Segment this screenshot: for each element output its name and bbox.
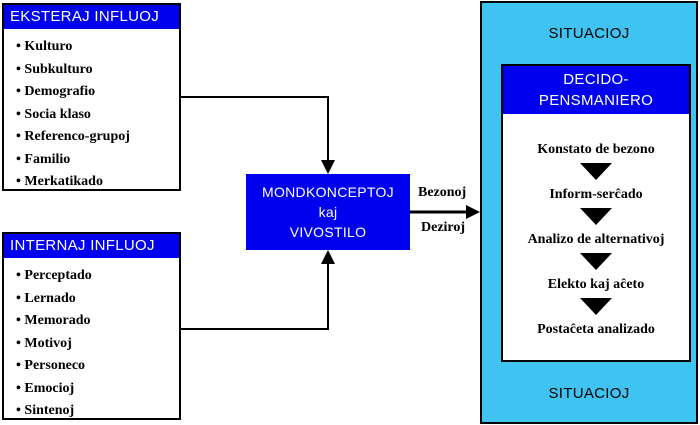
influence-item: Memorado	[16, 310, 92, 333]
step-arrow-down-icon	[580, 298, 612, 315]
center-line-1: MONDKONCEPTOJ	[262, 184, 394, 200]
influence-item: Familio	[16, 149, 130, 172]
arrowhead-right	[466, 205, 480, 219]
decision-process-box: DECIDO- PENSMANIERO Konstato de bezono I…	[501, 64, 691, 362]
influence-item: Kulturo	[16, 36, 130, 59]
influence-item: Socia klaso	[16, 104, 130, 127]
internal-influences-title: INTERNAJ INFLUOJ	[4, 234, 179, 258]
influence-item: Emocioj	[16, 378, 92, 401]
step-arrow-down-icon	[580, 208, 612, 225]
step-information-search: Inform-serĉado	[549, 187, 643, 202]
influence-item: Motivoj	[16, 333, 92, 356]
needs-label: Bezonoj	[418, 185, 467, 200]
worldview-lifestyle-box: MONDKONCEPTOJ kaj VIVOSTILO	[246, 174, 410, 250]
external-influences-panel: EKSTERAJ INFLUOJ KulturoSubkulturoDemogr…	[2, 3, 181, 191]
arrowhead-down	[321, 160, 335, 174]
influence-item: Sintenoj	[16, 400, 92, 423]
center-line-2: kaj	[318, 204, 338, 220]
step-alternatives-analysis: Analizo de alternativoj	[527, 232, 665, 247]
influence-item: Personeco	[16, 355, 92, 378]
influence-item: Merkatikado	[16, 171, 130, 194]
situations-top-label: SITUACIOJ	[548, 25, 630, 42]
step-arrow-down-icon	[580, 253, 612, 270]
arrow-internal-to-center	[180, 262, 329, 330]
step-need-recognition: Konstato de bezono	[537, 142, 655, 157]
external-influences-list: KulturoSubkulturoDemografioSocia klasoRe…	[16, 36, 130, 194]
step-post-purchase-analysis: Postaĉeta analizado	[537, 322, 655, 337]
arrow-external-to-center	[180, 96, 329, 162]
decision-title-line-2: PENSMANIERO	[538, 92, 654, 109]
internal-influences-list: PerceptadoLernadoMemoradoMotivojPersonec…	[16, 265, 92, 423]
desires-label: Deziroj	[421, 220, 466, 235]
step-arrow-down-icon	[580, 163, 612, 180]
external-influences-title: EKSTERAJ INFLUOJ	[4, 5, 179, 29]
step-choice-and-purchase: Elekto kaj aĉeto	[547, 277, 645, 292]
influence-item: Perceptado	[16, 265, 91, 288]
decision-process-title: DECIDO- PENSMANIERO	[503, 66, 689, 114]
influence-item: Demografio	[16, 81, 130, 104]
arrowhead-up	[321, 250, 335, 264]
situations-bottom-label: SITUACIOJ	[548, 385, 630, 402]
influence-item: Referenco-grupoj	[16, 126, 130, 149]
center-line-3: VIVOSTILO	[289, 224, 367, 240]
influence-item: Subkulturo	[16, 59, 130, 82]
influence-item: Lernado	[16, 288, 92, 311]
decision-title-line-1: DECIDO-	[563, 71, 629, 88]
internal-influences-panel: INTERNAJ INFLUOJ PerceptadoLernadoMemora…	[2, 232, 181, 420]
situations-panel: SITUACIOJ DECIDO- PENSMANIERO Konstato d…	[480, 1, 698, 424]
